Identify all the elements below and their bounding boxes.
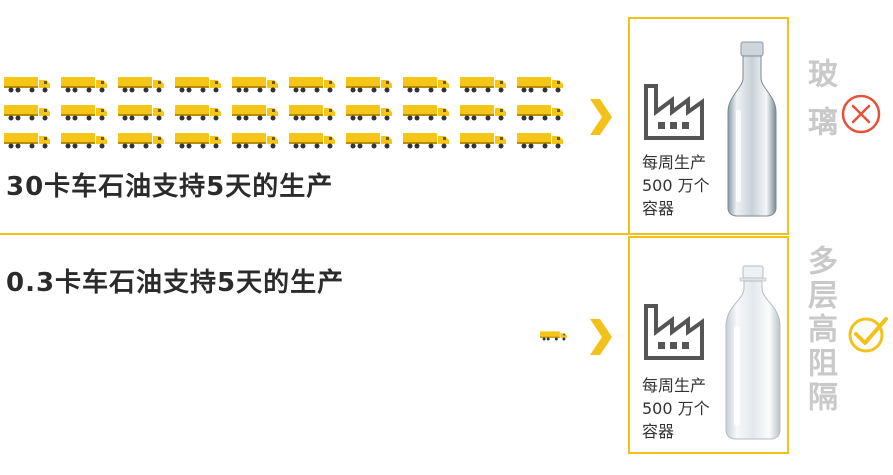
truck-icon — [4, 75, 52, 93]
caption-line: 500 万个 — [642, 176, 710, 195]
truck-icon — [403, 75, 451, 93]
truck-icon — [403, 131, 451, 149]
panel-frame-top — [628, 17, 789, 235]
truck-icon — [61, 75, 109, 93]
truck-icon — [289, 103, 337, 121]
panel-frame-bottom — [628, 236, 789, 454]
cross-icon — [841, 94, 881, 134]
truck-icon — [346, 103, 394, 121]
truck-icon — [460, 103, 508, 121]
check-icon — [848, 317, 888, 353]
caption-bottom: 每周生产 500 万个 容器 — [642, 374, 724, 443]
material-label-glass: 玻璃 — [802, 58, 837, 154]
truck-icon — [460, 75, 508, 93]
truck-icon — [289, 131, 337, 149]
truck-icon — [517, 131, 565, 149]
glass-bottle-image — [727, 41, 777, 217]
caption-line: 每周生产 — [642, 376, 707, 395]
truck-icon — [4, 131, 52, 149]
truck-icon — [346, 75, 394, 93]
truck-icon — [118, 103, 166, 121]
caption-line: 容器 — [642, 199, 675, 218]
factory-icon — [640, 302, 706, 360]
truck-icon — [118, 75, 166, 93]
truck-icon — [346, 131, 394, 149]
caption-line: 容器 — [642, 422, 675, 441]
factory-icon — [640, 82, 706, 140]
material-label-barrier: 多层高阻隔 — [802, 245, 837, 415]
truck-icon — [517, 103, 565, 121]
caption-line: 每周生产 — [642, 153, 707, 172]
truck-icon — [540, 330, 568, 341]
truck-icon — [517, 75, 565, 93]
headline-top: 30卡车石油支持5天的生产 — [6, 172, 334, 202]
caption-line: 500 万个 — [642, 399, 710, 418]
truck-icon — [61, 131, 109, 149]
truck-icon — [175, 103, 223, 121]
truck-icon — [232, 131, 280, 149]
plastic-bottle-image — [725, 265, 781, 440]
truck-icon — [175, 131, 223, 149]
chevron-right-icon — [588, 317, 614, 357]
row-divider — [0, 233, 630, 235]
truck-icon — [403, 103, 451, 121]
truck-icon — [118, 131, 166, 149]
caption-top: 每周生产 500 万个 容器 — [642, 151, 724, 220]
truck-icon — [232, 75, 280, 93]
headline-bottom: 0.3卡车石油支持5天的生产 — [6, 268, 345, 298]
truck-icon — [460, 131, 508, 149]
truck-icon — [289, 75, 337, 93]
chevron-right-icon — [588, 97, 614, 137]
truck-icon — [175, 75, 223, 93]
truck-icon — [61, 103, 109, 121]
truck-icon — [4, 103, 52, 121]
truck-icon — [232, 103, 280, 121]
